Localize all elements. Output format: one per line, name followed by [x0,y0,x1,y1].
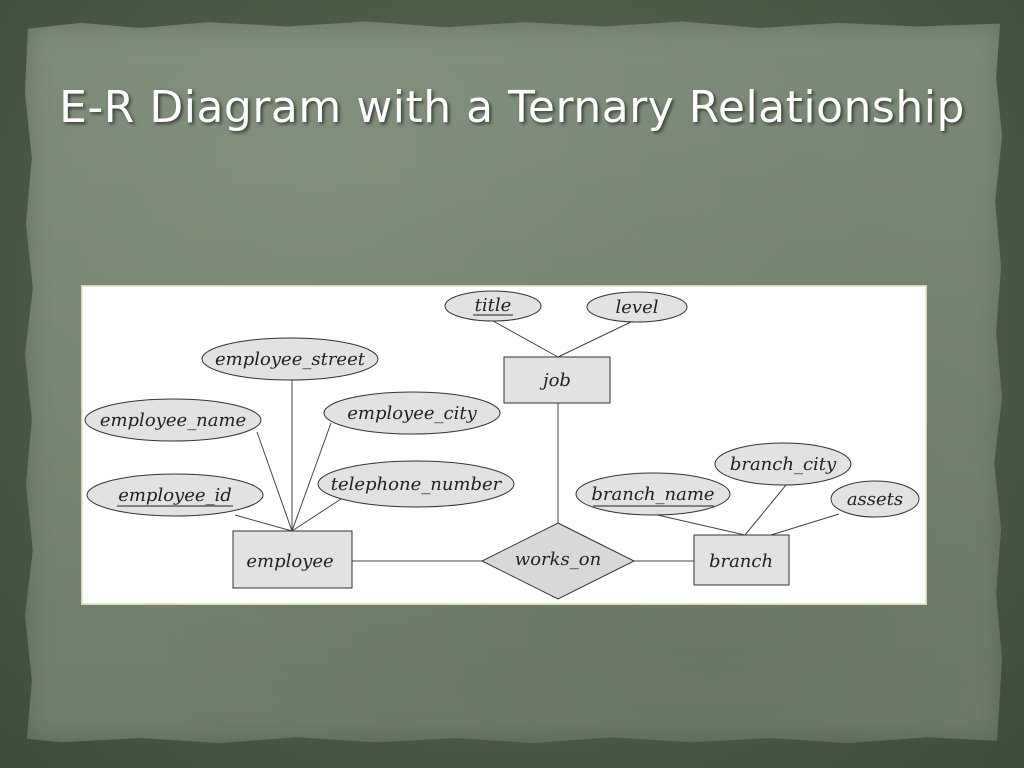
attribute-assets-shape [830,480,920,518]
attribute-employee-name: employee_name [84,398,262,442]
line-employee-name-employee [256,431,293,532]
line-branch-name-branch [652,513,746,536]
attribute-assets: assets [830,480,920,518]
line-employee-id-employee [234,514,293,532]
attribute-employee-street: employee_street [201,337,379,381]
attribute-employee-street-shape [201,337,379,381]
slide-title: E-R Diagram with a Ternary Relationship [59,82,965,133]
attribute-employee-street-label: employee_street [215,349,366,370]
attribute-branch-city-label: branch_city [730,454,837,475]
entity-job: job [503,356,611,404]
attribute-employee-id: employee_id [86,473,264,517]
entity-branch: branch [693,534,790,586]
attribute-branch-name-label: branch_name [591,484,714,505]
attribute-telephone-number: telephone_number [317,460,515,508]
entity-employee-box [232,530,353,589]
line-level-job [557,320,634,358]
attribute-employee-city-shape [323,391,501,435]
entity-branch-box [693,534,790,586]
attribute-level-label: level [616,297,659,318]
attribute-title-label: title [475,295,512,316]
connector-lines [234,320,840,562]
attribute-employee-name-shape [84,398,262,442]
attribute-assets-label: assets [847,489,903,510]
relationship-works-on-diamond [480,522,636,600]
attribute-branch-city: branch_city [714,442,852,486]
attribute-branch-name-shape [575,472,731,516]
attribute-telephone-number-shape [317,460,515,508]
entity-job-label: job [539,370,571,391]
entity-employee-label: employee [246,551,333,572]
attribute-branch-city-shape [714,442,852,486]
line-branch-city-branch [744,484,787,536]
line-employee-city-employee [291,422,332,532]
entity-employee: employee [232,530,353,589]
attribute-level: level [586,291,688,323]
line-telephone-number-employee [291,498,342,532]
relationship-works-on: works_on [480,522,636,600]
attribute-employee-id-label: employee_id [118,485,232,506]
er-diagram-frame: title level employee_street employee_nam… [82,286,926,604]
relationship-works-on-label: works_on [515,549,601,570]
entity-branch-label: branch [709,551,773,572]
er-diagram: title level employee_street employee_nam… [84,290,920,600]
line-assets-branch [770,513,840,536]
attribute-title: title [444,290,542,322]
attribute-telephone-number-label: telephone_number [331,474,503,495]
entity-job-box [503,356,611,404]
line-title-job [492,320,559,358]
attribute-title-shape [444,290,542,322]
attribute-employee-city: employee_city [323,391,501,435]
attribute-employee-name-label: employee_name [100,410,246,431]
attribute-employee-city-label: employee_city [347,403,477,424]
attribute-level-shape [586,291,688,323]
attribute-branch-name: branch_name [575,472,731,516]
